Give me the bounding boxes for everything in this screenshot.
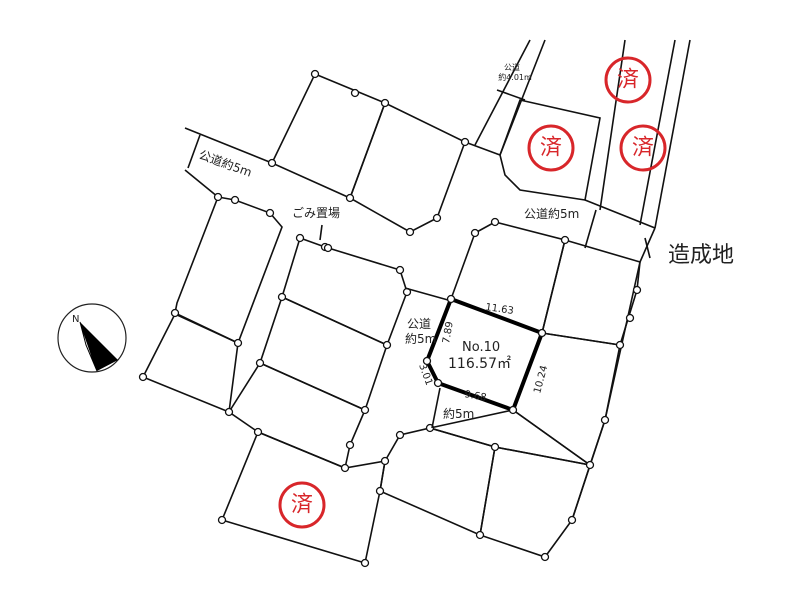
sold-stamp-icon: 済 [619, 124, 667, 172]
developed-land-label: 造成地 [668, 243, 734, 268]
vertex-marker [295, 233, 305, 243]
vertex-marker [345, 193, 355, 203]
side-right: 10.24 [532, 364, 550, 395]
vertex-marker [405, 227, 415, 237]
sold-stamp-icon: 済 [527, 124, 575, 172]
vertex-marker [475, 530, 485, 540]
vertex-marker [233, 338, 243, 348]
vertex-marker [217, 515, 227, 525]
north-arrow-icon: N [57, 303, 127, 373]
vertex-marker [540, 552, 550, 562]
vertex-marker [600, 415, 610, 425]
vertex-marker [138, 372, 148, 382]
vertex-marker [345, 440, 355, 450]
vertex-marker [310, 69, 320, 79]
road-label-north-1: 公道 [504, 62, 520, 72]
sold-stamp-icon: 済 [278, 481, 326, 529]
vertex-marker [490, 217, 500, 227]
vertex-marker [170, 308, 180, 318]
road-label-north-2: 約4.01m [498, 72, 532, 82]
vertex-marker [277, 292, 287, 302]
vertex-marker [375, 486, 385, 496]
garbage-area-label: ごみ置場 [292, 205, 340, 220]
vertex-marker [360, 405, 370, 415]
compass-label: N [72, 314, 79, 325]
vertex-marker [360, 558, 370, 568]
vertex-marker [340, 463, 350, 473]
svg-text:済: 済 [540, 136, 562, 161]
vertex-marker [395, 430, 405, 440]
vertex-marker [380, 456, 390, 466]
vertex-marker [460, 137, 470, 147]
vertex-marker [380, 98, 390, 108]
side-bottom: 9.68 [463, 389, 487, 404]
vertex-marker [470, 228, 480, 238]
vertex-marker [224, 407, 234, 417]
side-top: 11.63 [485, 302, 515, 317]
lot-10-boundary[interactable] [425, 297, 544, 412]
dimension-arrows [187, 89, 651, 429]
vertex-marker [432, 213, 442, 223]
vertex-marker [433, 378, 443, 388]
vertex-marker [323, 243, 333, 253]
svg-text:済: 済 [291, 493, 313, 518]
vertex-marker [230, 195, 240, 205]
vertex-marker [265, 208, 275, 218]
svg-text:済: 済 [617, 68, 639, 93]
vertex-marker [490, 442, 500, 452]
vertex-marker [567, 515, 577, 525]
vertex-marker [508, 405, 518, 415]
road-label-west-2: 約5m [405, 331, 436, 346]
lot-number: No.10 [462, 340, 500, 355]
vertex-marker [267, 158, 277, 168]
road-label-west-1: 公道 [407, 317, 431, 331]
vertex-marker [446, 294, 456, 304]
vertex-markers [138, 69, 642, 568]
plot-lines [141, 39, 691, 565]
vertex-marker [632, 285, 642, 295]
svg-text:済: 済 [632, 136, 654, 161]
vertex-marker [395, 265, 405, 275]
vertex-marker [382, 340, 392, 350]
vertex-marker [255, 358, 265, 368]
road-label-east: 公道約5m [524, 206, 579, 221]
vertex-marker [537, 328, 547, 338]
vertex-marker [253, 427, 263, 437]
side-left-upper: 7.89 [441, 321, 456, 345]
vertex-marker [625, 313, 635, 323]
vertex-marker [213, 192, 223, 202]
vertex-marker [560, 235, 570, 245]
vertex-marker [422, 356, 432, 366]
vertex-marker [615, 340, 625, 350]
vertex-marker [350, 88, 360, 98]
sold-stamp-icon: 済 [604, 56, 652, 104]
vertex-marker [585, 460, 595, 470]
lot-area: 116.57㎡ [448, 356, 511, 372]
road-label-south: 約5m [443, 406, 474, 421]
